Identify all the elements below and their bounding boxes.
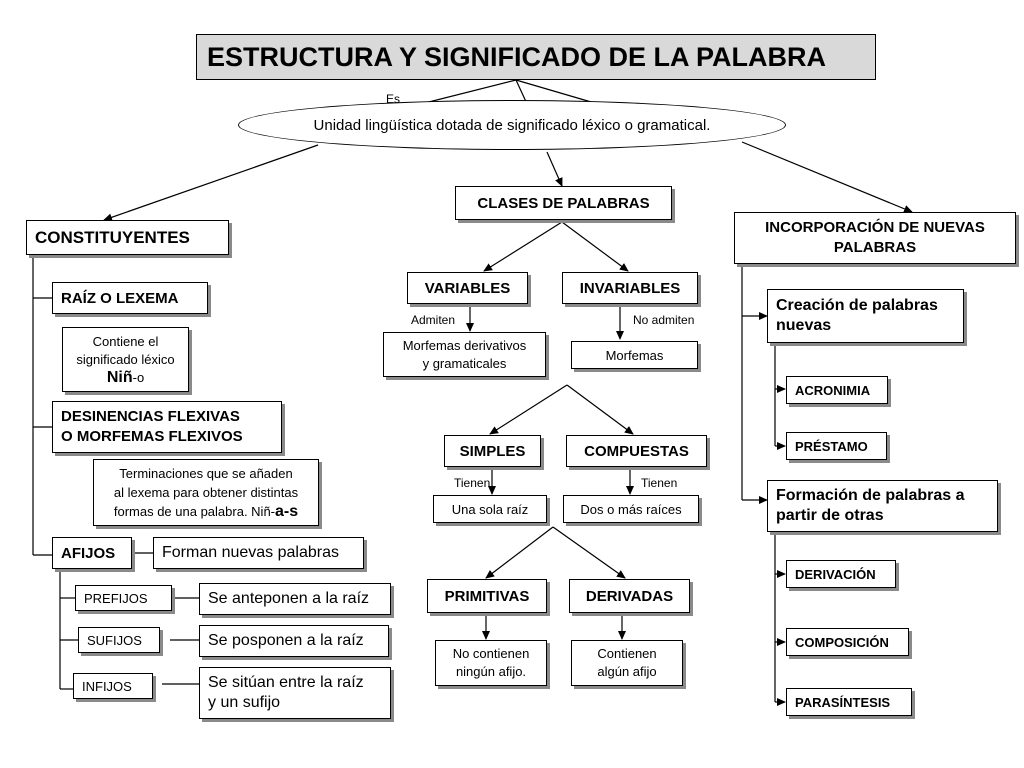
raiz-label: RAÍZ O LEXEMA bbox=[61, 289, 179, 307]
simples-label: SIMPLES bbox=[459, 442, 526, 460]
compuestas-edge-label: Tienen bbox=[641, 476, 678, 490]
raiz-description: Contiene el significado léxico Niñ-o bbox=[62, 327, 189, 392]
derivadas-desc-line2: algún afijo bbox=[597, 664, 657, 679]
composicion-box: COMPOSICIÓN bbox=[786, 628, 909, 656]
prefijos-description: Se anteponen a la raíz bbox=[199, 583, 391, 615]
afijos-label: AFIJOS bbox=[61, 544, 116, 562]
desinencias-desc-line1: Terminaciones que se añaden bbox=[119, 466, 293, 481]
compuestas-desc: Dos o más raíces bbox=[580, 501, 682, 517]
invariables-label: INVARIABLES bbox=[579, 279, 681, 297]
invariables-box: INVARIABLES bbox=[562, 272, 698, 304]
parasintesis-label: PARASÍNTESIS bbox=[795, 694, 891, 710]
primitivas-label: PRIMITIVAS bbox=[444, 587, 530, 605]
acronimia-label: ACRONIMIA bbox=[795, 382, 871, 398]
incorporacion-line1: INCORPORACIÓN DE NUEVAS bbox=[765, 219, 985, 236]
sufijos-description: Se posponen a la raíz bbox=[199, 625, 389, 657]
afijos-box: AFIJOS bbox=[52, 537, 132, 569]
invariables-description: Morfemas bbox=[571, 341, 698, 369]
definition-ellipse: Unidad lingüística dotada de significado… bbox=[238, 100, 786, 150]
variables-box: VARIABLES bbox=[407, 272, 528, 304]
sufijos-label: SUFIJOS bbox=[87, 632, 142, 648]
simples-edge-label: Tienen bbox=[454, 476, 491, 490]
infijos-desc-line2: y un sufijo bbox=[208, 694, 281, 711]
infijos-box: INFIJOS bbox=[73, 673, 153, 699]
simples-box: SIMPLES bbox=[444, 435, 541, 467]
parasintesis-box: PARASÍNTESIS bbox=[786, 688, 912, 716]
raiz-example-suffix: -o bbox=[132, 369, 145, 385]
creacion-box: Creación de palabras nuevas bbox=[767, 289, 964, 343]
desinencias-desc-line2: al lexema para obtener distintas bbox=[113, 485, 299, 500]
simples-description: Una sola raíz bbox=[433, 495, 547, 523]
prestamo-label: PRÉSTAMO bbox=[795, 438, 868, 454]
prefijos-desc: Se anteponen a la raíz bbox=[208, 590, 370, 607]
acronimia-box: ACRONIMIA bbox=[786, 376, 888, 404]
page-title-text: ESTRUCTURA Y SIGNIFICADO DE LA PALABRA bbox=[207, 41, 827, 72]
infijos-desc-line1: Se sitúan entre la raíz bbox=[208, 674, 364, 691]
incorporacion-line2: PALABRAS bbox=[833, 239, 917, 256]
compuestas-description: Dos o más raíces bbox=[563, 495, 699, 523]
variables-description: Morfemas derivativos y gramaticales bbox=[383, 332, 546, 377]
creacion-line2: nuevas bbox=[776, 317, 832, 334]
raiz-box: RAÍZ O LEXEMA bbox=[52, 282, 208, 314]
raiz-desc-line1: Contiene el bbox=[92, 333, 159, 349]
prestamo-box: PRÉSTAMO bbox=[786, 432, 887, 460]
derivadas-desc-line1: Contienen bbox=[597, 646, 657, 661]
desinencias-description: Terminaciones que se añaden al lexema pa… bbox=[93, 459, 319, 526]
invariables-edge-label: No admiten bbox=[633, 313, 695, 327]
variables-edge-label: Admiten bbox=[411, 313, 456, 327]
derivacion-label: DERIVACIÓN bbox=[795, 566, 876, 582]
page-title: ESTRUCTURA Y SIGNIFICADO DE LA PALABRA bbox=[196, 34, 876, 80]
derivacion-box: DERIVACIÓN bbox=[786, 560, 896, 588]
desinencias-line2: O MORFEMAS FLEXIVOS bbox=[61, 428, 243, 445]
prefijos-box: PREFIJOS bbox=[75, 585, 172, 611]
definition-text: Unidad lingüística dotada de significado… bbox=[313, 116, 711, 134]
desinencias-example: a-s bbox=[275, 503, 299, 520]
desinencias-desc-line3: formas de una palabra. Niñ- bbox=[113, 504, 276, 519]
variables-desc-line2: y gramaticales bbox=[422, 355, 507, 371]
constituyentes-heading: CONSTITUYENTES bbox=[26, 220, 229, 255]
formacion-box: Formación de palabras a partir de otras bbox=[767, 480, 998, 532]
derivadas-description: Contienen algún afijo bbox=[571, 640, 683, 686]
compuestas-label: COMPUESTAS bbox=[584, 442, 689, 460]
infijos-description: Se sitúan entre la raíz y un sufijo bbox=[199, 667, 391, 719]
prefijos-label: PREFIJOS bbox=[84, 590, 148, 606]
raiz-example-root: Niñ bbox=[106, 368, 133, 386]
raiz-desc-line2: significado léxico bbox=[76, 351, 175, 367]
constituyentes-label: CONSTITUYENTES bbox=[35, 227, 190, 247]
creacion-line1: Creación de palabras bbox=[776, 297, 938, 314]
simples-desc: Una sola raíz bbox=[451, 501, 529, 517]
variables-label: VARIABLES bbox=[424, 279, 511, 297]
formacion-line1: Formación de palabras a bbox=[776, 487, 965, 504]
clases-label: CLASES DE PALABRAS bbox=[477, 194, 650, 212]
primitivas-box: PRIMITIVAS bbox=[427, 579, 547, 613]
derivadas-label: DERIVADAS bbox=[585, 587, 674, 605]
infijos-label: INFIJOS bbox=[82, 678, 132, 694]
afijos-description: Forman nuevas palabras bbox=[153, 537, 364, 569]
sufijos-box: SUFIJOS bbox=[78, 627, 160, 653]
primitivas-desc-line1: No contienen bbox=[452, 646, 530, 661]
derivadas-box: DERIVADAS bbox=[569, 579, 690, 613]
desinencias-box: DESINENCIAS FLEXIVAS O MORFEMAS FLEXIVOS bbox=[52, 401, 282, 453]
variables-desc-line1: Morfemas derivativos bbox=[402, 337, 527, 353]
invariables-desc: Morfemas bbox=[605, 347, 664, 363]
incorporacion-heading: INCORPORACIÓN DE NUEVAS PALABRAS bbox=[734, 212, 1016, 264]
primitivas-desc-line2: ningún afijo. bbox=[455, 664, 527, 679]
primitivas-description: No contienen ningún afijo. bbox=[435, 640, 547, 686]
afijos-desc: Forman nuevas palabras bbox=[162, 544, 339, 561]
clases-heading: CLASES DE PALABRAS bbox=[455, 186, 672, 220]
formacion-line2: partir de otras bbox=[776, 507, 884, 524]
composicion-label: COMPOSICIÓN bbox=[795, 634, 889, 650]
desinencias-line1: DESINENCIAS FLEXIVAS bbox=[61, 408, 240, 425]
compuestas-box: COMPUESTAS bbox=[566, 435, 707, 467]
sufijos-desc: Se posponen a la raíz bbox=[208, 632, 364, 649]
